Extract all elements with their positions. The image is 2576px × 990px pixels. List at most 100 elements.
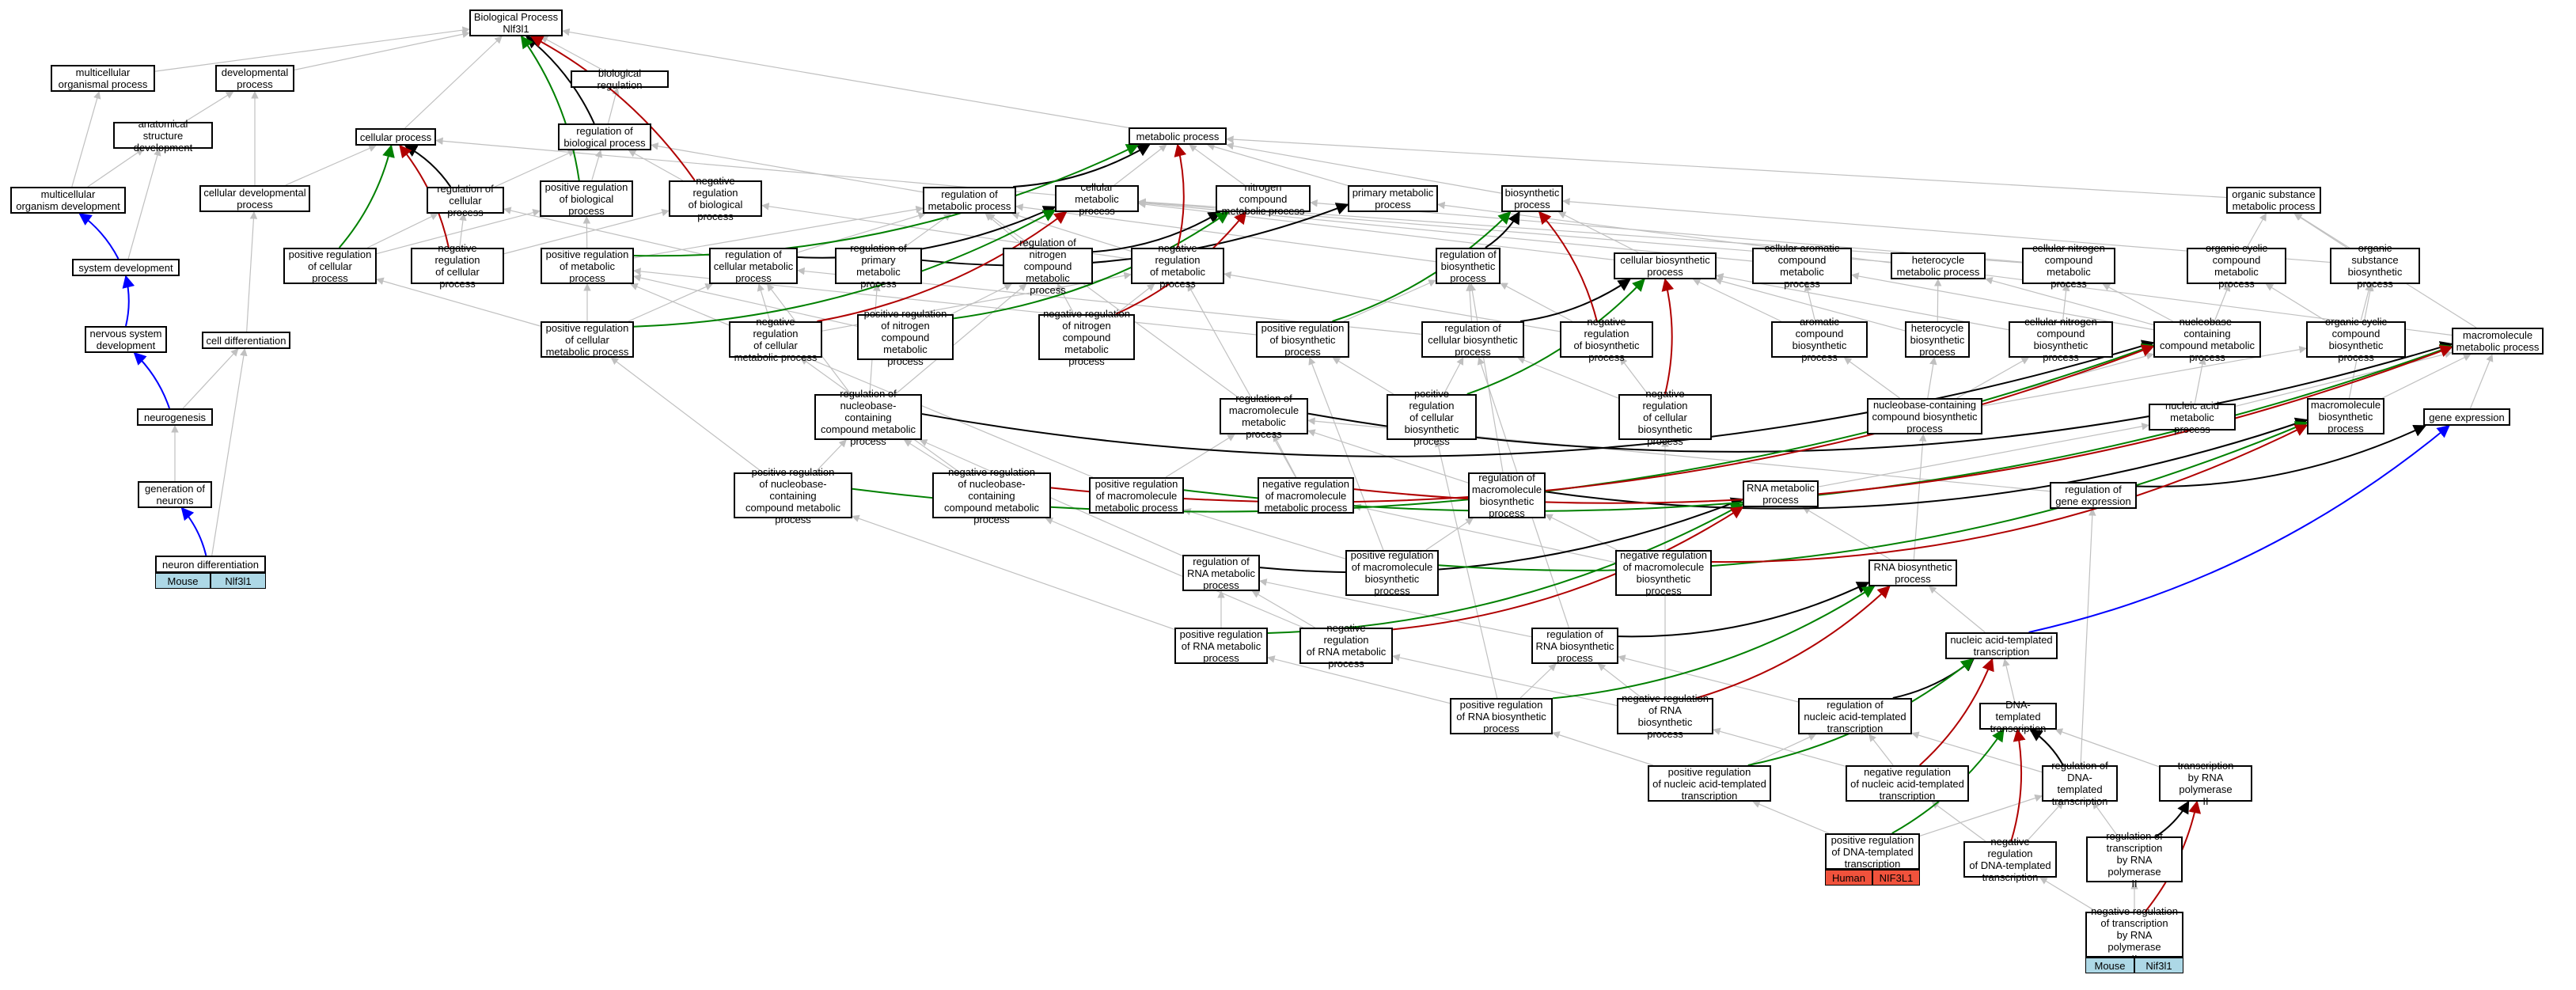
go-term-node-nrnccmp[interactable]: negative regulation of nucleobase-contai… — [932, 466, 1051, 525]
go-term-node-devp[interactable]: developmental process — [215, 65, 294, 92]
go-term-node-prcp[interactable]: positive regulation of cellular process — [283, 248, 377, 284]
go-term-node-occbsp[interactable]: organic cyclic compound biosynthetic pro… — [2306, 316, 2406, 363]
go-term-node-rmp[interactable]: regulation of metabolic process — [923, 187, 1016, 214]
go-term-node-occmp[interactable]: organic cyclic compound metabolic proces… — [2187, 242, 2286, 290]
edge-regulates — [2136, 424, 2427, 487]
go-term-node-gon[interactable]: generation of neurons — [138, 481, 212, 508]
go-term-node-prrnamp[interactable]: positive regulation of RNA metabolic pro… — [1174, 628, 1268, 664]
go-term-node-rbp[interactable]: regulation of biological process — [558, 123, 651, 150]
go-term-node-nrbp[interactable]: negative regulation of biological proces… — [669, 175, 762, 222]
go-term-node-rpmp[interactable]: regulation of primary metabolic process — [835, 242, 922, 290]
edge-is-a — [1597, 663, 1642, 699]
go-term-node-nccmp[interactable]: nucleobase-containing compound metabolic… — [2153, 316, 2261, 363]
go-term-node-bsp[interactable]: biosynthetic process — [1501, 185, 1563, 212]
go-term-node-neurog[interactable]: neurogenesis — [137, 408, 213, 426]
go-term-node-rnabsp[interactable]: RNA biosynthetic process — [1868, 559, 1957, 586]
go-term-node-rrnabsp[interactable]: regulation of RNA biosynthetic process — [1531, 628, 1618, 664]
go-term-node-trnap2[interactable]: transcription by RNA polymerase II — [2159, 760, 2252, 807]
edge-is-a — [2026, 801, 2064, 842]
go-term-node-sd[interactable]: system development — [72, 259, 180, 276]
go-term-node-nrrnamp[interactable]: negative regulation of RNA metabolic pro… — [1299, 622, 1393, 669]
go-term-node-prrnabsp[interactable]: positive regulation of RNA biosynthetic … — [1450, 698, 1553, 734]
edge-is-a — [651, 142, 924, 193]
go-term-node-nrmp[interactable]: negative regulation of metabolic process — [1131, 242, 1224, 290]
go-term-node-rnatt[interactable]: regulation of nucleic acid-templated tra… — [1798, 698, 1912, 734]
go-term-node-mop[interactable]: multicellular organismal process — [51, 65, 155, 92]
go-term-node-rncmp[interactable]: regulation of nitrogen compound metaboli… — [1003, 237, 1093, 296]
go-term-node-osmp[interactable]: organic substance metabolic process — [2226, 187, 2321, 214]
go-term-node-nrbsp[interactable]: negative regulation of biosynthetic proc… — [1560, 316, 1653, 363]
go-term-node-nrcmp[interactable]: negative regulation of cellular metaboli… — [729, 316, 822, 363]
edge-is-a — [1919, 794, 2043, 836]
go-term-node-nsd[interactable]: nervous system development — [85, 326, 167, 353]
edge-is-a — [1752, 800, 1830, 834]
go-term-node-cncbsp[interactable]: cellular nitrogen compound biosynthetic … — [2009, 316, 2113, 363]
edge-is-a — [1113, 144, 1167, 186]
go-term-node-mod[interactable]: multicellular organism development — [10, 187, 126, 214]
go-term-node-rmbsp[interactable]: regulation of macromolecule biosynthetic… — [1468, 472, 1546, 519]
go-term-node-prmmp[interactable]: positive regulation of macromolecule met… — [1089, 477, 1184, 514]
go-term-node-rcmp[interactable]: regulation of cellular metabolic process — [709, 248, 798, 284]
edge-is-a — [2062, 283, 2070, 322]
go-term-node-prmp[interactable]: positive regulation of metabolic process — [541, 248, 634, 284]
go-term-node-prnatt[interactable]: positive regulation of nucleic acid-temp… — [1648, 765, 1771, 802]
go-term-node-rcp[interactable]: regulation of cellular process — [427, 183, 504, 218]
go-term-node-prcbsp[interactable]: positive regulation of cellular biosynth… — [1387, 388, 1477, 447]
go-term-node-nrmmp[interactable]: negative regulation of macromolecule met… — [1258, 477, 1354, 514]
go-term-node-namp[interactable]: nucleic acid metabolic process — [2149, 400, 2236, 435]
go-term-node-rbsp[interactable]: regulation of biosynthetic process — [1436, 248, 1500, 284]
go-term-node-prncmp[interactable]: positive regulation of nitrogen compound… — [857, 308, 954, 367]
go-term-node-nrcp[interactable]: negative regulation of cellular process — [411, 242, 504, 290]
go-term-node-rcbsp[interactable]: regulation of cellular biosynthetic proc… — [1421, 321, 1524, 358]
go-term-node-cbsp[interactable]: cellular biosynthetic process — [1614, 252, 1717, 279]
go-term-node-nrncmp[interactable]: negative regulation of nitrogen compound… — [1038, 308, 1135, 367]
go-term-node-prcmp[interactable]: positive regulation of cellular metaboli… — [541, 321, 634, 358]
go-term-node-nd[interactable]: neuron differentiation — [155, 556, 266, 573]
go-term-node-ge[interactable]: gene expression — [2423, 408, 2510, 426]
go-term-node-prbsp[interactable]: positive regulation of biosynthetic proc… — [1256, 321, 1349, 358]
go-term-node-rnamp[interactable]: RNA metabolic process — [1743, 480, 1819, 507]
go-term-node-rtrnap2[interactable]: regulation of transcription by RNA polym… — [2086, 830, 2183, 889]
edge-is-a — [459, 213, 467, 248]
go-term-node-prmbsp[interactable]: positive regulation of macromolecule bio… — [1345, 549, 1439, 597]
go-term-node-cp[interactable]: cellular process — [355, 128, 436, 146]
go-term-node-osbp[interactable]: organic substance biosynthetic process — [2330, 242, 2420, 290]
edge-is-a — [1804, 283, 1816, 322]
go-term-node-natt[interactable]: nucleic acid-templated transcription — [1945, 632, 2058, 659]
edge-is-a — [919, 439, 1183, 556]
go-term-node-nrtrnap2[interactable]: negative regulation of transcription by … — [2085, 905, 2183, 965]
go-term-node-rmmp[interactable]: regulation of macromolecule metabolic pr… — [1220, 393, 1308, 440]
go-term-node-mmp[interactable]: macromolecule metabolic process — [2452, 328, 2544, 355]
go-term-node-cncmp[interactable]: cellular nitrogen compound metabolic pro… — [2022, 242, 2115, 290]
go-term-node-cacmp[interactable]: cellular aromatic compound metabolic pro… — [1752, 242, 1852, 290]
go-term-node-acbsp[interactable]: aromatic compound biosynthetic process — [1771, 316, 1868, 363]
go-term-node-prbp[interactable]: positive regulation of biological proces… — [540, 180, 633, 217]
go-term-node-rrnamp[interactable]: regulation of RNA metabolic process — [1182, 555, 1260, 591]
go-term-node-metp[interactable]: metabolic process — [1129, 127, 1227, 145]
go-term-node-breg[interactable]: biological regulation — [571, 67, 669, 91]
go-term-node-nrrnabsp[interactable]: negative regulation of RNA biosynthetic … — [1617, 692, 1713, 740]
go-term-node-nccbsp[interactable]: nucleobase-containing compound biosynthe… — [1867, 398, 1982, 434]
go-term-node-mbsp[interactable]: macromolecule biosynthetic process — [2307, 398, 2384, 434]
edge-positively-regulates — [338, 144, 395, 248]
go-term-node-cdiff[interactable]: cell differentiation — [202, 332, 290, 349]
go-term-node-cdp[interactable]: cellular developmental process — [199, 185, 310, 212]
go-term-node-rdtt[interactable]: regulation of DNA-templated transcriptio… — [2042, 760, 2118, 807]
go-term-node-rge[interactable]: regulation of gene expression — [2050, 482, 2137, 509]
edge-is-a — [1187, 283, 1296, 478]
go-term-node-ncmp[interactable]: nitrogen compound metabolic process — [1216, 181, 1311, 217]
go-term-node-hbsp[interactable]: heterocycle biosynthetic process — [1905, 321, 1970, 358]
go-term-node-cmp[interactable]: cellular metabolic process — [1055, 181, 1139, 217]
go-term-node-rnccmp[interactable]: regulation of nucleobase-containing comp… — [814, 388, 922, 447]
go-term-node-pmp[interactable]: primary metabolic process — [1348, 185, 1438, 212]
go-term-node-bp[interactable]: Biological Process Nlf3l1 — [469, 9, 563, 36]
go-term-node-nrmbsp[interactable]: negative regulation of macromolecule bio… — [1615, 549, 1712, 597]
go-term-node-asd[interactable]: anatomical structure development — [113, 118, 213, 154]
go-term-node-dtt[interactable]: DNA-templated transcription — [1979, 699, 2057, 734]
go-term-node-nrcbsp[interactable]: negative regulation of cellular biosynth… — [1618, 388, 1712, 447]
go-term-node-nrnatt[interactable]: negative regulation of nucleic acid-temp… — [1846, 765, 1969, 802]
go-term-node-hmp[interactable]: heterocycle metabolic process — [1891, 252, 1986, 279]
go-term-node-prdtt[interactable]: positive regulation of DNA-templated tra… — [1825, 833, 1920, 870]
go-term-node-prnccmp[interactable]: positive regulation of nucleobase-contai… — [734, 466, 852, 525]
go-term-node-nrdtt[interactable]: negative regulation of DNA-templated tra… — [1963, 836, 2057, 883]
